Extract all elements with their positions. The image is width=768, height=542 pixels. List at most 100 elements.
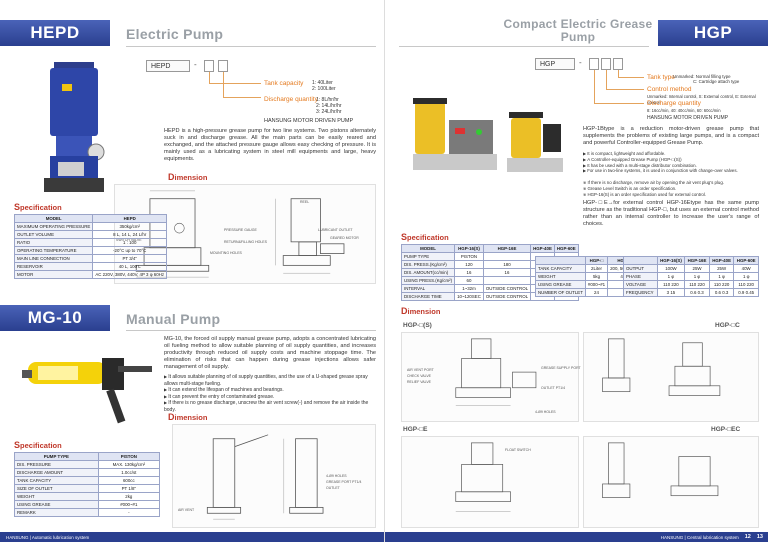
hgp-drawing-title-ec: HGP-□EC bbox=[711, 426, 741, 433]
table-cell: 110 220 bbox=[684, 280, 710, 289]
mg10-label-air-vent: AIR VENT bbox=[178, 508, 195, 512]
table-cell: TANK CAPACITY bbox=[14, 476, 99, 485]
table-header-cell: HGP-□ bbox=[584, 256, 609, 265]
hgp-external-description: HGP-□E→for external control HGP-16Etype … bbox=[583, 200, 759, 227]
table-cell: PT 3/4" bbox=[92, 254, 168, 263]
hgp-note: If there is no discharge, remove air by … bbox=[583, 180, 759, 186]
mg10-bullet: If there is no grease discharge, unscrew… bbox=[164, 400, 376, 413]
hepd-maker: HANSUNG MOTOR DRIVEN PUMP bbox=[264, 118, 354, 124]
table-cell: 110 220 bbox=[656, 280, 686, 289]
table-header-cell: HGP-60E bbox=[553, 244, 579, 253]
mg10-dimension-drawing bbox=[172, 424, 376, 528]
table-cell: PUMP TYPE bbox=[400, 252, 456, 261]
hgp-leader-2 bbox=[606, 70, 644, 90]
right-page: HGP Compact Electric Grease Pump HGP - T… bbox=[384, 0, 768, 542]
footer-right: HANSUNG | Central lubrication system 12 … bbox=[385, 532, 768, 542]
hgp-note: HGP-16(S) is an order specification used… bbox=[583, 192, 759, 198]
hgp-code-box: HGP bbox=[535, 58, 575, 70]
table-cell: 3 15 bbox=[656, 288, 686, 297]
table-cell: -20°C up to 70°C bbox=[92, 246, 168, 255]
table-cell: WEIGHT bbox=[14, 492, 99, 501]
table-header-cell: HGP-40E bbox=[708, 256, 735, 265]
table-cell: 1.0cc/st bbox=[97, 468, 161, 477]
table-header-cell: HGP-16(S) bbox=[454, 244, 484, 253]
table-cell: 25W bbox=[708, 264, 735, 273]
hgp-label-grease-port: GREASE SUPPLY PORT bbox=[541, 366, 581, 370]
hgp-drawing-ec bbox=[583, 436, 759, 528]
table-cell: 100W bbox=[656, 264, 686, 273]
table-cell: OUTSIDE CONTROL bbox=[482, 284, 532, 293]
table-cell: PHASE bbox=[623, 272, 658, 281]
hgp-option-box-1 bbox=[589, 58, 599, 70]
mg10-banner: MG-10 bbox=[0, 305, 110, 331]
table-cell: OUTPUT bbox=[623, 264, 658, 273]
table-header-cell: HGP-60E bbox=[733, 256, 759, 265]
hepd-discharge-label: Discharge quantity bbox=[264, 96, 318, 103]
footer-left: HANSUNG | Automatic lubrication system bbox=[0, 532, 384, 542]
table-cell: PT 1/8" bbox=[97, 484, 161, 493]
table-cell: OUTLET VOLUME bbox=[13, 230, 94, 239]
table-cell: 8 L, 14 L, 24 L/hr bbox=[92, 230, 168, 239]
table-cell: 24 bbox=[584, 288, 609, 297]
table-cell: 600cc bbox=[97, 476, 161, 485]
table-cell: 1 φ bbox=[708, 272, 735, 281]
table-cell: MAIN LINE CONNECTION bbox=[13, 254, 94, 263]
mg10-title-rule bbox=[126, 330, 376, 331]
hgp-control-values: Unmarked: Internal control, S: External … bbox=[647, 94, 756, 105]
page-number-right: 13 bbox=[756, 534, 763, 540]
hgp-label-holes: 4-Ø9 HOLES bbox=[535, 410, 556, 414]
hepd-label-reel: REEL bbox=[300, 200, 310, 204]
hgp-bullet: For use in two-line systems, it is used … bbox=[583, 168, 759, 174]
hgp-label-outlet: OUTLET PT1/4 bbox=[541, 386, 566, 390]
hgp-maker: HANSUNG MOTOR DRIVEN PUMP bbox=[647, 115, 729, 121]
hepd-description: HEPD is a high-pressure grease pump for … bbox=[164, 128, 376, 162]
hgp-notes: If there is no discharge, remove air by … bbox=[583, 180, 759, 197]
hepd-leader-1 bbox=[209, 72, 261, 84]
table-header-cell bbox=[623, 256, 658, 265]
hepd-code-dash: - bbox=[194, 60, 197, 69]
hgp-bullets: It is compact, lightweight and affordabl… bbox=[583, 151, 759, 174]
table-header-cell: HGP-16(S) bbox=[656, 256, 686, 265]
hgp-bullet: It is compact, lightweight and affordabl… bbox=[583, 151, 759, 157]
hgp-leader-1 bbox=[618, 70, 644, 78]
hgp-bullet: A Controller-equipped Grease Pump (HGP-□… bbox=[583, 157, 759, 163]
hgp-banner: HGP bbox=[658, 20, 768, 46]
table-cell: MAXIMUM OPERATING PRESSURE bbox=[13, 222, 94, 231]
table-cell: 10~120SEC bbox=[454, 292, 484, 301]
table-header-cell: HGP-16E bbox=[482, 244, 532, 253]
table-cell: 1~32m bbox=[454, 284, 484, 293]
hgp-drawing-e bbox=[401, 436, 579, 528]
hgp-label-air-vent: AIR VENT PORT bbox=[407, 368, 434, 372]
hepd-label-pressure-gauge: PRESSURE GAUGE bbox=[224, 228, 257, 232]
table-cell: OUTSIDE CONTROL bbox=[482, 292, 532, 301]
hepd-leader-2 bbox=[223, 72, 261, 98]
table-header-cell: PISTON bbox=[97, 452, 161, 461]
hepd-label-return-filling: RETURN&FILLING HOLES bbox=[224, 240, 267, 244]
table-header-cell bbox=[535, 256, 586, 265]
table-cell: 1 φ bbox=[733, 272, 759, 281]
hepd-label-lubricant-outlet: LUBRICANT OUTLET bbox=[318, 228, 353, 232]
hgp-leader-3 bbox=[594, 70, 644, 104]
mg10-bullet: It allows suitable planning of oil suppl… bbox=[164, 374, 376, 387]
hgp-drawing-s bbox=[401, 332, 579, 422]
table-cell: 0.6 0.3 bbox=[684, 288, 710, 297]
table-cell: #000~#1 bbox=[584, 280, 609, 289]
table-cell: 110 220 bbox=[733, 280, 759, 289]
mg10-bullet: It can extend the lifespan of machines a… bbox=[164, 387, 376, 394]
hgp-title: Compact Electric Grease Pump bbox=[503, 17, 653, 44]
table-cell bbox=[482, 252, 532, 261]
hgp-spec-heading: Specification bbox=[401, 232, 449, 242]
mg10-label-outlet: OUTLET bbox=[326, 486, 340, 490]
table-cell: REMARK bbox=[14, 508, 99, 517]
hgp-discharge-label: Discharge quantity bbox=[647, 100, 701, 107]
table-cell: 5kg bbox=[584, 272, 609, 281]
